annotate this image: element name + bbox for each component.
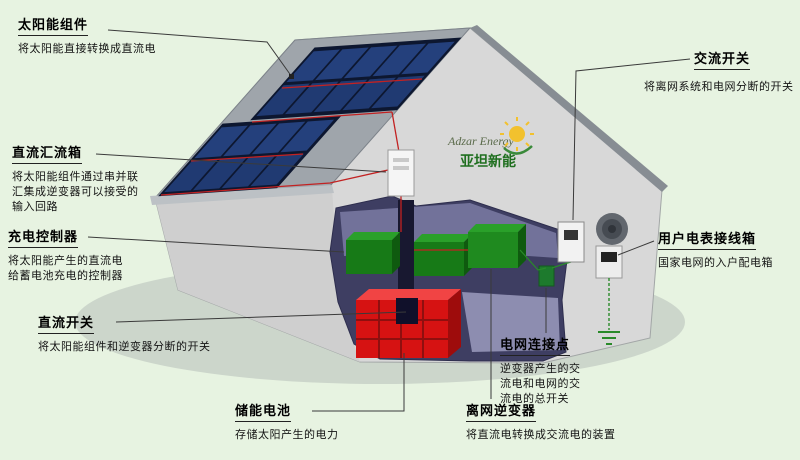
callout-title: 交流开关	[694, 48, 751, 70]
callout-desc: 国家电网的入户配电箱	[658, 257, 773, 269]
callout-offgrid-inverter: 离网逆变器 将直流电转换成交流电的装置	[466, 400, 636, 443]
grid-connection-box	[538, 265, 555, 287]
callout-dc-combiner-box: 直流汇流箱 将太阳能组件通过串并联汇集成逆变器可以接受的输入回路	[12, 142, 140, 216]
charge-controller-box	[346, 232, 400, 274]
callout-storage-battery: 储能电池 存储太阳产生的电力	[235, 400, 395, 443]
callout-charge-controller: 充电控制器 将太阳能产生的直流电给蓄电池充电的控制器	[8, 226, 124, 284]
callout-dc-switch: 直流开关 将太阳能组件和逆变器分断的开关	[38, 312, 228, 355]
callout-title: 直流开关	[38, 312, 95, 334]
callout-desc: 将离网系统和电网分断的开关	[644, 81, 794, 93]
grounding	[598, 278, 620, 345]
sun-icon	[500, 117, 534, 151]
ac-switch-box	[557, 221, 585, 263]
leader-end-marker	[289, 74, 294, 79]
callout-title: 直流汇流箱	[12, 142, 83, 164]
callout-desc: 将太阳能组件和逆变器分断的开关	[38, 341, 211, 353]
interior-floor	[462, 292, 560, 352]
callout-desc: 将直流电转换成交流电的装置	[466, 429, 616, 441]
dc-combiner-box	[387, 149, 415, 197]
callout-title: 储能电池	[235, 400, 292, 422]
callout-desc: 将太阳能组件通过串并联汇集成逆变器可以接受的输入回路	[12, 171, 139, 214]
callout-title: 太阳能组件	[18, 14, 89, 36]
roof-wiring-red	[160, 78, 423, 196]
conduit-pillar	[398, 200, 414, 302]
callout-desc: 存储太阳产生的电力	[235, 429, 339, 441]
callout-desc: 将太阳能产生的直流电给蓄电池充电的控制器	[8, 255, 123, 283]
callout-meter-junction-box: 用户电表接线箱 国家电网的入户配电箱	[658, 228, 798, 271]
inverter-box-middle	[414, 234, 472, 276]
battery-stack	[356, 289, 461, 358]
meter-box	[595, 245, 623, 279]
wall-vent	[596, 213, 628, 245]
brand-logo: Adzar Energy 亚坦新能	[447, 117, 534, 169]
callout-ac-switch: 交流开关	[694, 48, 794, 70]
callout-grid-connection-point: 电网连接点 逆变器产生的交流电和电网的交流电的总开关	[500, 334, 582, 408]
brand-name: Adzar Energy	[447, 134, 515, 148]
solar-panel-arrays	[158, 37, 462, 197]
logo-swoosh	[503, 145, 533, 155]
callout-title: 离网逆变器	[466, 400, 537, 422]
callout-title: 充电控制器	[8, 226, 79, 248]
offgrid-inverter-box	[468, 224, 526, 268]
roof-right-slope	[470, 25, 668, 192]
left-wall	[155, 188, 360, 362]
callout-solar-module: 太阳能组件 将太阳能直接转换成直流电	[18, 14, 238, 57]
callout-desc: 逆变器产生的交流电和电网的交流电的总开关	[500, 363, 581, 406]
eave-fascia	[150, 185, 334, 205]
callout-title: 电网连接点	[500, 334, 571, 356]
brand-name-cn: 亚坦新能	[460, 153, 516, 169]
callout-ac-switch-desc: 将离网系统和电网分断的开关	[644, 80, 796, 95]
callout-desc: 将太阳能直接转换成直流电	[18, 43, 156, 55]
callout-title: 用户电表接线箱	[658, 228, 757, 250]
dc-switch-box	[396, 298, 418, 324]
interior-wiring	[400, 196, 572, 271]
